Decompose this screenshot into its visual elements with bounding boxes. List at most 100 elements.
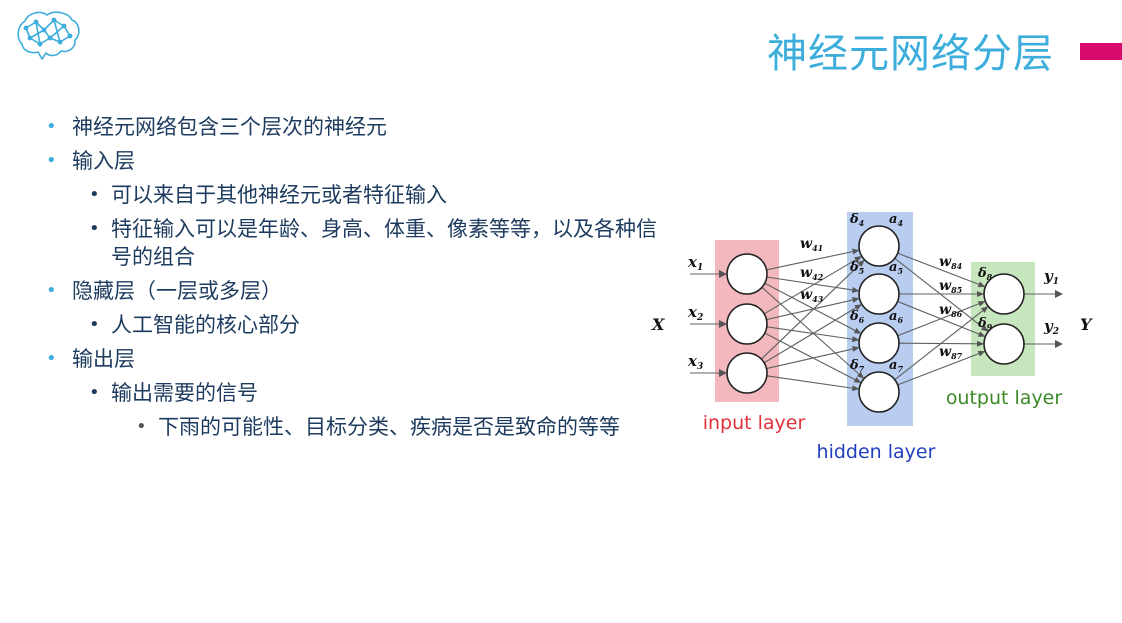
connection-edge: [761, 286, 865, 379]
hidden-activation-label-symbol: a: [889, 358, 897, 373]
connection-edge: [766, 375, 860, 392]
input-label-symbol: x: [687, 253, 698, 271]
output-neuron: [983, 273, 1025, 315]
output-delta-label: δ8: [977, 266, 993, 282]
page-title: 神经元网络分层: [767, 31, 1054, 77]
input-weight-label: w43: [800, 287, 824, 304]
input-label-subscript: 2: [696, 313, 703, 323]
hidden-delta-label-symbol: δ: [849, 260, 859, 275]
connection-edge: [766, 346, 860, 370]
output-delta-label-subscript: 8: [987, 272, 993, 282]
neuron-nodes: [726, 225, 1025, 413]
hidden-neuron: [858, 273, 900, 315]
hidden-delta-label-subscript: 6: [859, 315, 865, 325]
hidden-activation-label-symbol: a: [889, 212, 897, 227]
hidden-layer-label: hidden layer: [817, 441, 936, 463]
input-label-subscript: 1: [697, 263, 703, 273]
output-delta-label: δ9: [977, 316, 993, 332]
title-accent-bar: [1080, 43, 1122, 60]
connection-edge: [766, 276, 860, 293]
hidden-activation-label: a4: [889, 212, 903, 228]
output-label-subscript: 2: [1052, 327, 1059, 337]
output-weight-label-subscript: 87: [951, 351, 963, 361]
brain-network-icon: [17, 11, 80, 60]
output-weight-label: w86: [939, 302, 963, 319]
output-weight-label-symbol: w: [939, 278, 952, 294]
connection-edge: [897, 350, 986, 386]
output-label: y2: [1043, 317, 1059, 337]
output-weight-label-subscript: 84: [951, 261, 963, 271]
hidden-activation-label-symbol: a: [889, 309, 897, 324]
bullet-item: 输入层: [44, 147, 659, 175]
hidden-activation-label: a7: [889, 358, 903, 374]
output-delta-label-symbol: δ: [977, 316, 987, 331]
hidden-delta-label-symbol: δ: [849, 212, 859, 227]
connection-edge: [897, 301, 986, 337]
hidden-activation-label-subscript: 4: [897, 218, 903, 228]
input-weight-label-symbol: w: [800, 265, 813, 281]
bullet-item: 特征输入可以是年龄、身高、体重、像素等等，以及各种信号的组合: [89, 215, 659, 271]
input-weight-label-subscript: 42: [812, 272, 824, 282]
output-weight-label: w87: [939, 344, 963, 361]
hidden-delta-label: δ4: [849, 212, 865, 228]
connection-edge: [894, 306, 989, 381]
input-label: x3: [687, 352, 703, 372]
big-y-label-symbol: Y: [1080, 315, 1093, 334]
output-weight-label-symbol: w: [939, 344, 952, 360]
output-label: y1: [1043, 267, 1059, 287]
input-label-symbol: x: [687, 303, 698, 321]
output-label-symbol: y: [1043, 317, 1054, 335]
hidden-delta-label: δ5: [849, 260, 865, 276]
hidden-activation-label: a5: [889, 260, 903, 276]
hidden-delta-label-subscript: 7: [859, 364, 865, 374]
input-weight-label: w42: [800, 265, 824, 282]
hidden-activation-label: a6: [889, 309, 903, 325]
bullet-list: 神经元网络包含三个层次的神经元 输入层 可以来自于其他神经元或者特征输入 特征输…: [44, 113, 659, 447]
hidden-delta-label-symbol: δ: [849, 309, 859, 324]
input-weight-label-subscript: 43: [812, 294, 824, 304]
hidden-neuron: [858, 371, 900, 413]
hidden-delta-label: δ7: [849, 358, 865, 374]
input-label-subscript: 3: [697, 362, 703, 372]
connection-edge: [897, 252, 986, 288]
hidden-delta-label-subscript: 4: [859, 218, 865, 228]
hidden-neuron: [858, 225, 900, 267]
input-weight-label-symbol: w: [800, 236, 813, 252]
big-x-label-symbol: X: [651, 315, 665, 334]
hidden-activation-label-subscript: 7: [897, 364, 903, 374]
input-neuron: [726, 352, 768, 394]
input-label-symbol: x: [687, 352, 698, 370]
bullet-item: 神经元网络包含三个层次的神经元: [44, 113, 659, 141]
output-label-subscript: 1: [1053, 277, 1059, 287]
connection-edge: [763, 304, 862, 364]
hidden-delta-label-subscript: 5: [859, 266, 865, 276]
output-delta-label-symbol: δ: [977, 266, 987, 281]
output-neuron: [983, 323, 1025, 365]
connection-edge: [766, 297, 860, 321]
input-neuron: [726, 253, 768, 295]
bullet-item: 人工智能的核心部分: [89, 311, 659, 339]
output-weight-label-symbol: w: [939, 302, 952, 318]
input-neuron: [726, 303, 768, 345]
bullet-item: 输出层: [44, 345, 659, 373]
bullet-item: 输出需要的信号: [89, 379, 659, 407]
output-delta-label-subscript: 9: [987, 322, 993, 332]
hidden-activation-label-subscript: 5: [897, 266, 903, 276]
big-y-label: Y: [1080, 315, 1093, 334]
output-weight-label-symbol: w: [939, 254, 952, 270]
input-label: x2: [687, 303, 703, 323]
input-weight-label-subscript: 41: [812, 243, 823, 253]
input-layer-label: input layer: [703, 412, 806, 434]
output-weight-label-subscript: 86: [951, 309, 963, 319]
input-label: x1: [687, 253, 703, 273]
output-weight-label-subscript: 85: [951, 285, 963, 295]
connection-edge: [764, 282, 862, 334]
big-x-label: X: [651, 315, 665, 334]
hidden-activation-label-symbol: a: [889, 260, 897, 275]
connection-edge: [761, 259, 865, 360]
hidden-delta-label: δ6: [849, 309, 865, 325]
connection-edges: [690, 248, 1063, 392]
hidden-activation-label-subscript: 6: [897, 315, 903, 325]
